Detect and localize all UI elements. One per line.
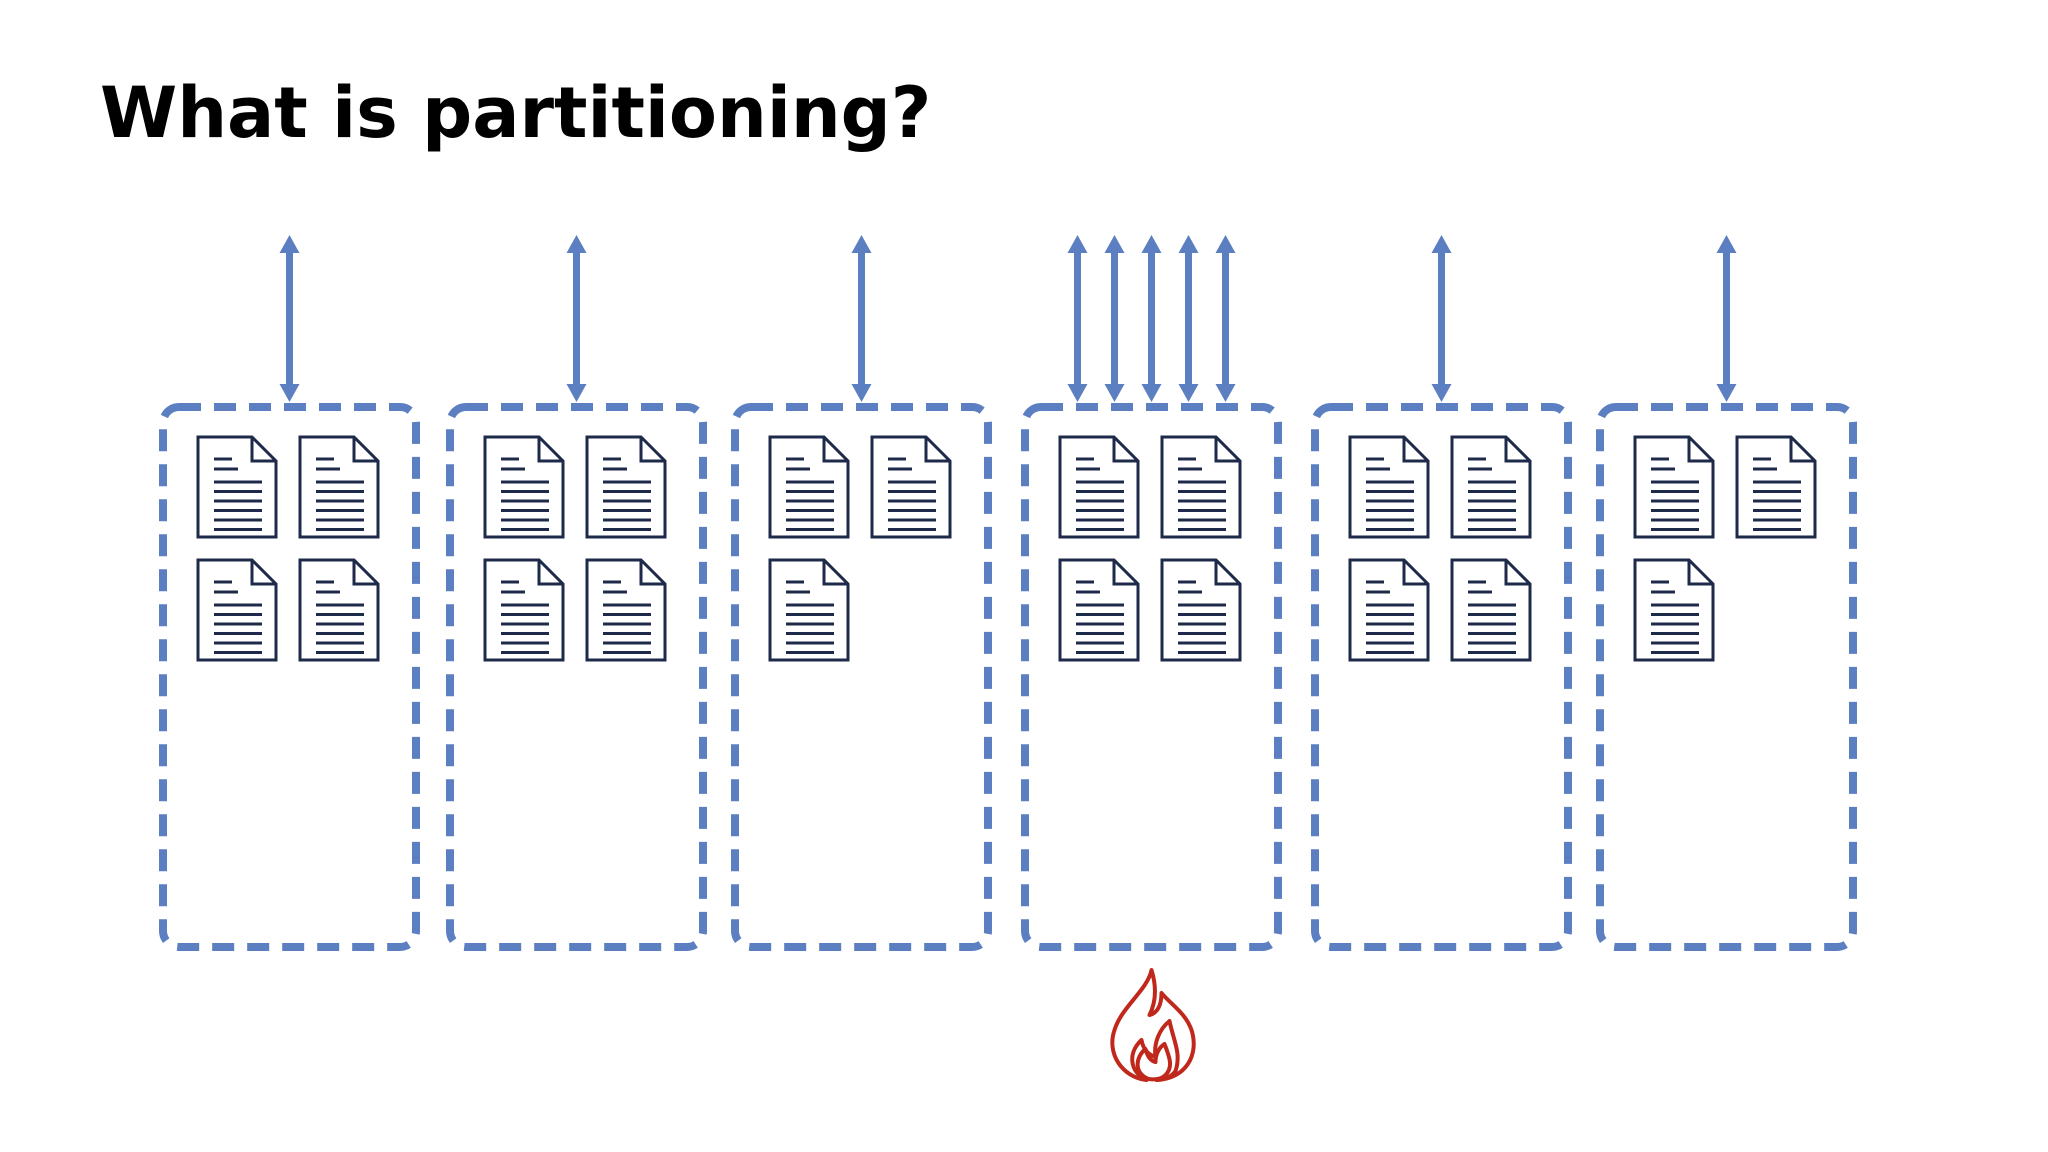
partition-border bbox=[1311, 403, 1572, 951]
document-icon bbox=[298, 558, 380, 662]
flame-icon bbox=[1110, 968, 1196, 1082]
partition bbox=[159, 235, 420, 951]
document-icon bbox=[768, 435, 850, 539]
document-icon bbox=[1348, 435, 1430, 539]
document-icon bbox=[870, 435, 952, 539]
document-icon bbox=[1058, 435, 1140, 539]
document-icon bbox=[1348, 558, 1430, 662]
double-arrow-icon bbox=[1104, 235, 1125, 402]
document-icon bbox=[1735, 435, 1817, 539]
partition bbox=[1311, 235, 1572, 951]
document-icon bbox=[1633, 558, 1715, 662]
partition bbox=[1596, 235, 1857, 951]
partition-border bbox=[1021, 403, 1282, 951]
document-icon bbox=[768, 558, 850, 662]
double-arrow-icon bbox=[279, 235, 300, 402]
document-icon bbox=[298, 435, 380, 539]
partition-border bbox=[446, 403, 707, 951]
double-arrow-icon bbox=[1141, 235, 1162, 402]
document-icon bbox=[196, 558, 278, 662]
document-icon bbox=[483, 435, 565, 539]
double-arrow-icon bbox=[851, 235, 872, 402]
partition-border bbox=[731, 403, 992, 951]
double-arrow-icon bbox=[1178, 235, 1199, 402]
partition bbox=[446, 235, 707, 951]
document-icon bbox=[483, 558, 565, 662]
document-icon bbox=[1160, 435, 1242, 539]
document-icon bbox=[585, 435, 667, 539]
document-icon bbox=[1160, 558, 1242, 662]
double-arrow-icon bbox=[1215, 235, 1236, 402]
slide-title: What is partitioning? bbox=[100, 72, 932, 154]
document-icon bbox=[1450, 435, 1532, 539]
partition-border bbox=[1596, 403, 1857, 951]
double-arrow-icon bbox=[566, 235, 587, 402]
document-icon bbox=[1633, 435, 1715, 539]
document-icon bbox=[1450, 558, 1532, 662]
double-arrow-icon bbox=[1431, 235, 1452, 402]
partition bbox=[731, 235, 992, 951]
document-icon bbox=[196, 435, 278, 539]
partition-border bbox=[159, 403, 420, 951]
document-icon bbox=[585, 558, 667, 662]
double-arrow-icon bbox=[1067, 235, 1088, 402]
double-arrow-icon bbox=[1716, 235, 1737, 402]
partition bbox=[1021, 235, 1282, 1082]
document-icon bbox=[1058, 558, 1140, 662]
